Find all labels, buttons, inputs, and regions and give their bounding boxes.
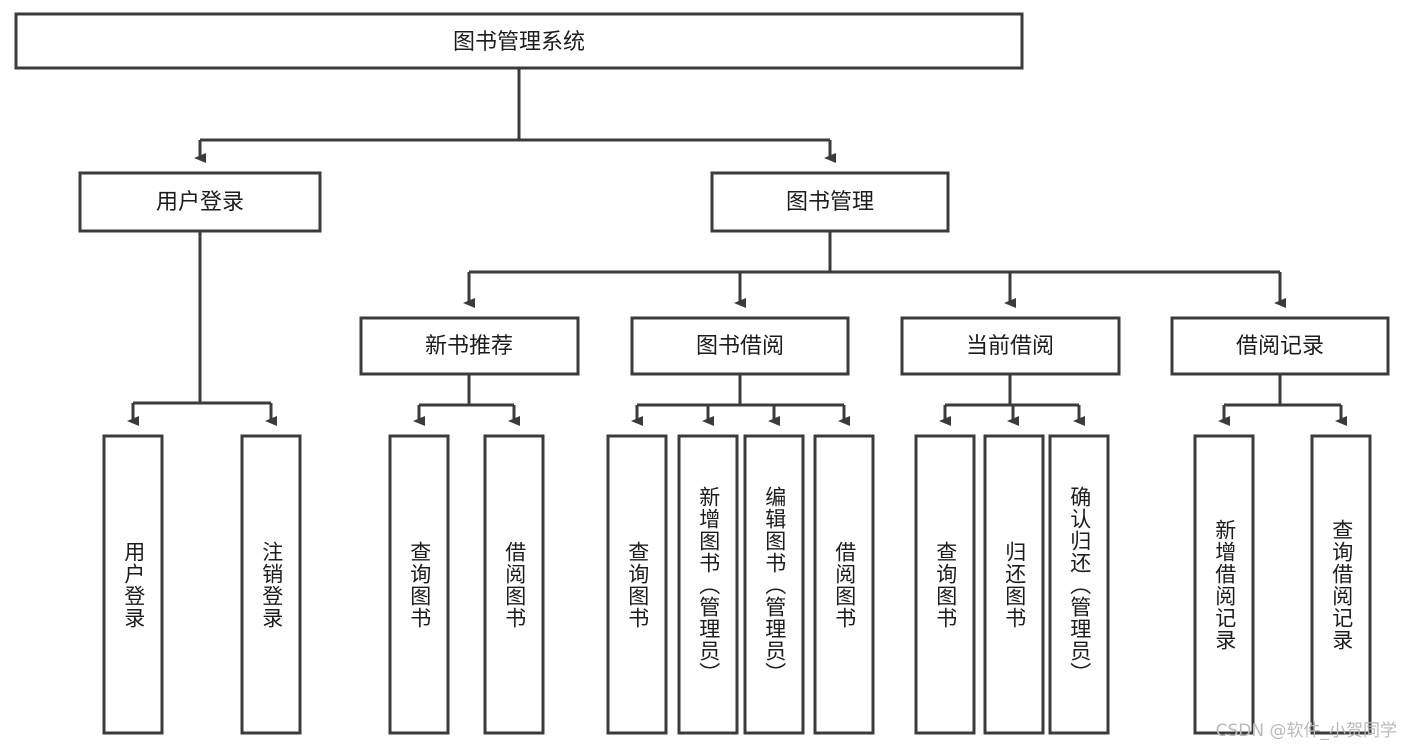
leaf-rect-logout[interactable] (240, 434, 302, 735)
node-book-manage-rect[interactable] (710, 171, 950, 233)
leaf-rect-add-book-admin[interactable] (677, 434, 739, 735)
leaf-rect-query-borrow-record[interactable] (1310, 434, 1372, 735)
node-user-login[interactable]: 用户登录 (78, 171, 322, 233)
node-new-book-recommend-label: 新书推荐 (425, 334, 513, 359)
node-new-book-recommend-rect[interactable] (359, 316, 580, 376)
connector-layer (127, 68, 1347, 426)
node-book-manage[interactable]: 图书管理 (710, 171, 950, 233)
node-current-borrow[interactable]: 当前借阅 (900, 316, 1121, 376)
node-borrow-record[interactable]: 借阅记录 (1170, 316, 1390, 376)
leaf-rect-query-book-borrow[interactable] (606, 434, 668, 735)
leaf-rect-edit-book-admin[interactable] (743, 434, 805, 735)
leaf-rect-add-borrow-record[interactable] (1193, 434, 1255, 735)
leaf-rect-borrow-book-new[interactable] (483, 434, 545, 735)
node-new-book-recommend[interactable]: 新书推荐 (359, 316, 580, 376)
node-book-borrow-label: 图书借阅 (696, 334, 784, 359)
node-root[interactable]: 图书管理系统 (14, 12, 1024, 70)
leaf-rect-confirm-return-admin[interactable] (1048, 434, 1110, 735)
node-root-label: 图书管理系统 (453, 30, 585, 55)
watermark-text: CSDN @软件_小贺同学 (1215, 721, 1397, 741)
node-layer: 图书管理系统 用户登录 图书管理 新书推荐 图书借阅 (14, 12, 1390, 735)
leaf-rect-user-login[interactable] (102, 434, 164, 735)
node-book-borrow-rect[interactable] (630, 316, 850, 376)
node-user-login-label: 用户登录 (156, 190, 244, 215)
node-current-borrow-rect[interactable] (900, 316, 1121, 376)
node-borrow-record-rect[interactable] (1170, 316, 1390, 376)
node-user-login-rect[interactable] (78, 171, 322, 233)
node-root-rect[interactable] (14, 12, 1024, 70)
node-book-borrow[interactable]: 图书借阅 (630, 316, 850, 376)
node-book-manage-label: 图书管理 (786, 190, 874, 215)
node-current-borrow-label: 当前借阅 (966, 334, 1054, 359)
leaf-rect-borrow-book[interactable] (813, 434, 875, 735)
leaf-rect-query-book-current[interactable] (914, 434, 976, 735)
node-borrow-record-label: 借阅记录 (1236, 334, 1324, 359)
leaf-rect-return-book[interactable] (983, 434, 1045, 735)
leaf-rect-query-book-new[interactable] (388, 434, 450, 735)
